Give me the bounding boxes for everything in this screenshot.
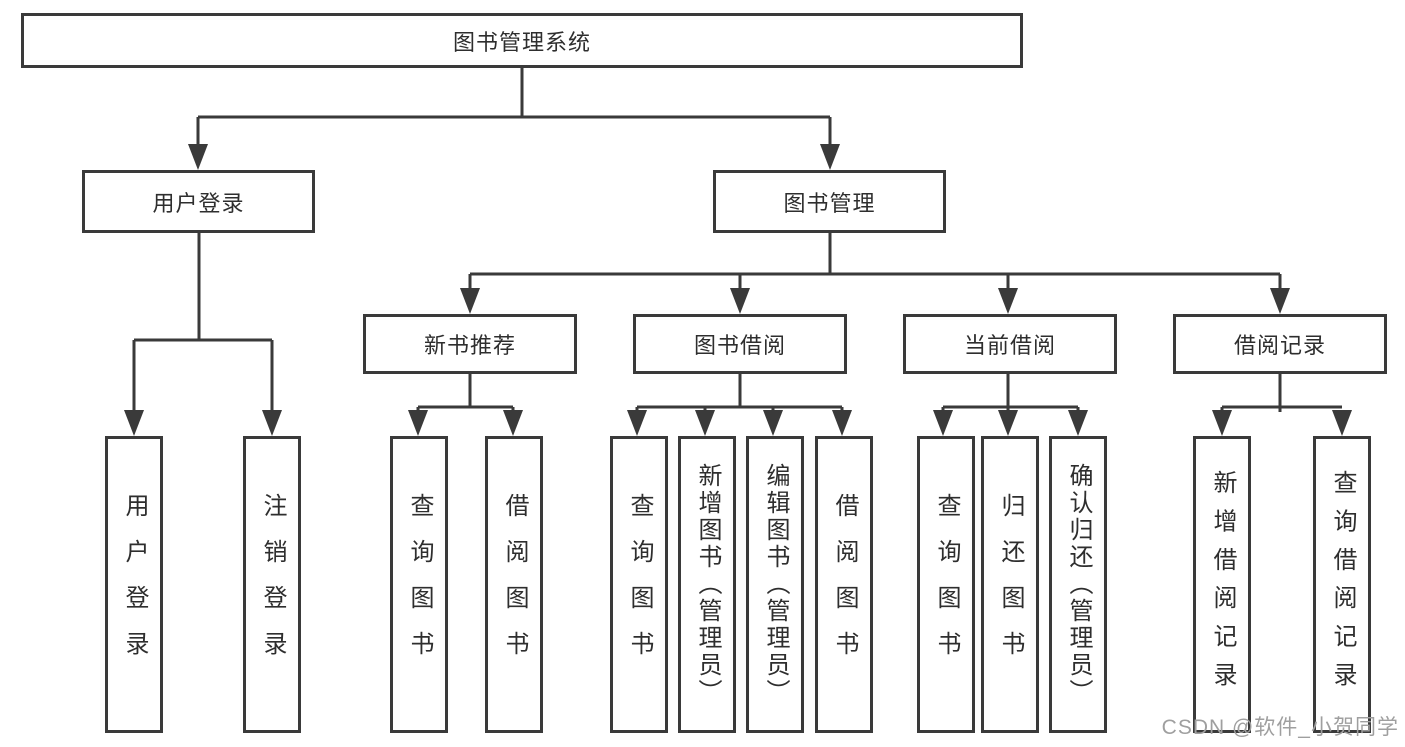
leaf-borrow-borrow-books-label: 借阅图书: [831, 492, 858, 677]
leaf-logout-label: 注销登录: [259, 492, 286, 677]
connector-user-login-branch: [132, 233, 274, 412]
node-root-label: 图书管理系统: [452, 29, 591, 55]
leaf-user-login: 用户登录: [105, 436, 163, 733]
node-current-borrow: 当前借阅: [903, 314, 1117, 374]
arrowhead: [408, 410, 428, 436]
arrowhead: [188, 144, 208, 170]
leaf-current-return-books: 归还图书: [981, 436, 1039, 733]
leaf-recommend-query-books: 查询图书: [390, 436, 448, 733]
leaf-records-add-record-label: 新增借阅记录: [1209, 469, 1236, 700]
arrowhead: [1068, 410, 1088, 436]
node-new-book-recommend-label: 新书推荐: [423, 333, 516, 358]
node-book-borrow: 图书借阅: [633, 314, 847, 374]
arrowhead: [998, 410, 1018, 436]
node-borrow-records-label: 借阅记录: [1233, 333, 1326, 358]
connector-records-branch: [1220, 374, 1342, 412]
node-book-borrow-label: 图书借阅: [693, 333, 786, 358]
leaf-records-query-record-label: 查询借阅记录: [1329, 469, 1356, 700]
arrowhead: [730, 288, 750, 314]
arrowhead: [460, 288, 480, 314]
leaf-borrow-query-books: 查询图书: [610, 436, 668, 733]
leaf-recommend-borrow-books-label: 借阅图书: [501, 492, 528, 677]
leaf-current-confirm-return-admin-label: 确认归还（管理员）: [1065, 463, 1092, 706]
arrowhead: [503, 410, 523, 436]
leaf-borrow-add-books-admin: 新增图书（管理员）: [678, 436, 736, 733]
leaf-borrow-borrow-books: 借阅图书: [815, 436, 873, 733]
node-borrow-records: 借阅记录: [1173, 314, 1387, 374]
leaf-current-query-books-label: 查询图书: [933, 492, 960, 677]
leaf-logout: 注销登录: [243, 436, 301, 733]
arrowheads: [124, 144, 1352, 436]
node-new-book-recommend: 新书推荐: [363, 314, 577, 374]
leaf-recommend-borrow-books: 借阅图书: [485, 436, 543, 733]
leaf-borrow-add-books-admin-label: 新增图书（管理员）: [694, 463, 721, 706]
arrowhead: [933, 410, 953, 436]
arrowhead: [695, 410, 715, 436]
leaf-current-return-books-label: 归还图书: [997, 492, 1024, 677]
arrowhead: [1270, 288, 1290, 314]
arrowhead: [627, 410, 647, 436]
node-user-login: 用户登录: [82, 170, 315, 233]
node-book-management-label: 图书管理: [783, 190, 876, 216]
leaf-current-confirm-return-admin: 确认归还（管理员）: [1049, 436, 1107, 733]
leaf-records-query-record: 查询借阅记录: [1313, 436, 1371, 733]
leaf-recommend-query-books-label: 查询图书: [406, 492, 433, 677]
arrowhead: [1332, 410, 1352, 436]
node-user-login-label: 用户登录: [152, 190, 245, 216]
connector-recommend-branch: [416, 374, 515, 412]
connector-root-branch: [196, 68, 832, 146]
connector-current-branch: [941, 374, 1080, 412]
connector-book-mgmt-branch: [468, 233, 1282, 290]
csdn-watermark: CSDN @软件_小贺同学: [1161, 716, 1399, 739]
arrowhead: [262, 410, 282, 436]
leaf-borrow-query-books-label: 查询图书: [626, 492, 653, 677]
node-root-library-system: 图书管理系统: [21, 13, 1023, 68]
node-book-management: 图书管理: [713, 170, 946, 233]
arrowhead: [1212, 410, 1232, 436]
leaf-borrow-edit-books-admin-label: 编辑图书（管理员）: [762, 463, 789, 706]
arrowhead: [832, 410, 852, 436]
connector-borrow-branch: [635, 374, 844, 412]
arrowhead: [763, 410, 783, 436]
arrowhead: [124, 410, 144, 436]
leaf-user-login-label: 用户登录: [121, 492, 148, 677]
arrowhead: [820, 144, 840, 170]
leaf-records-add-record: 新增借阅记录: [1193, 436, 1251, 733]
leaf-borrow-edit-books-admin: 编辑图书（管理员）: [746, 436, 804, 733]
node-current-borrow-label: 当前借阅: [963, 333, 1056, 358]
leaf-current-query-books: 查询图书: [917, 436, 975, 733]
arrowhead: [998, 288, 1018, 314]
